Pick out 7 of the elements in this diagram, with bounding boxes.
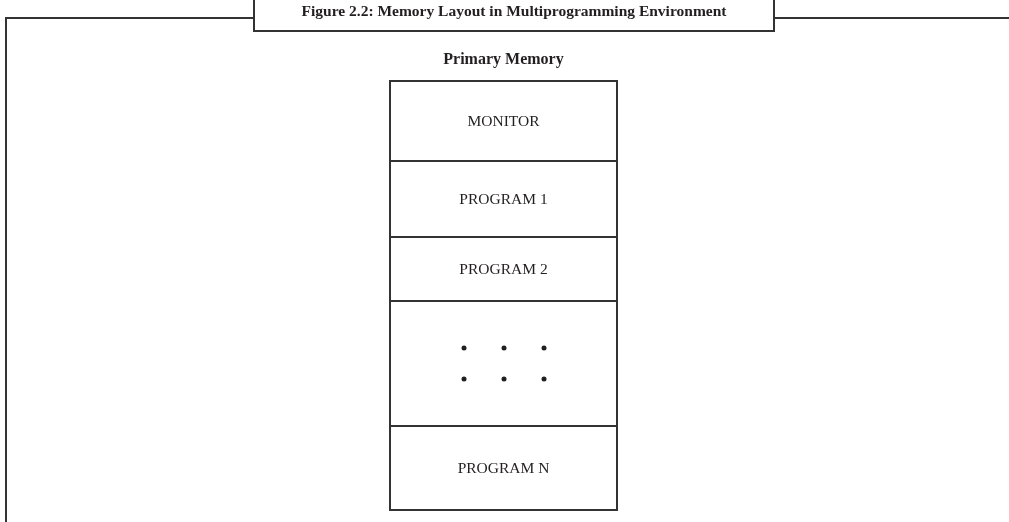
segment-label: PROGRAM 2 bbox=[459, 260, 548, 278]
memory-heading: Primary Memory bbox=[442, 50, 565, 68]
segment-label: MONITOR bbox=[467, 112, 540, 130]
figure-title: Figure 2.2: Memory Layout in Multiprogramming Environment bbox=[253, 0, 775, 32]
memory-stack bbox=[389, 80, 618, 511]
segment-label: PROGRAM N bbox=[457, 459, 550, 477]
segment-label: PROGRAM 1 bbox=[459, 190, 548, 208]
